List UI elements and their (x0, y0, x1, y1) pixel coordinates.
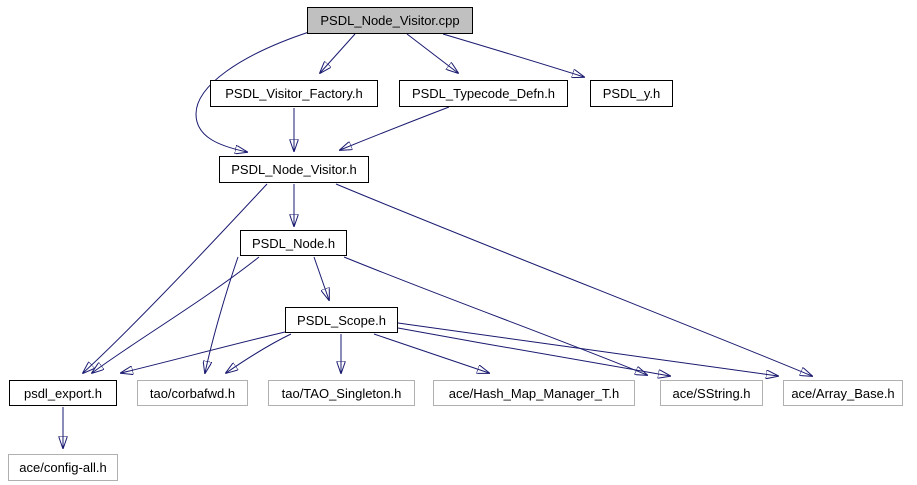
edge-cpp-to-visitor-factory (320, 33, 356, 73)
node-label: PSDL_Scope.h (297, 312, 386, 328)
edge-typecode-defn-to-node-visitor-h (340, 106, 450, 150)
node-ace-sstring-h[interactable]: ace/SString.h (660, 380, 763, 406)
edge-node-visitor-h-to-psdl-export (83, 183, 268, 373)
node-label: ace/Hash_Map_Manager_T.h (448, 385, 620, 401)
edge-scope-to-array-base (397, 322, 778, 376)
node-label: PSDL_y.h (602, 86, 661, 101)
edge-scope-to-corbafwd (226, 333, 292, 373)
node-psdl-y-h[interactable]: PSDL_y.h (590, 80, 673, 107)
node-ace-config-all-h[interactable]: ace/config-all.h (8, 454, 118, 481)
edge-scope-to-hash-map-manager (373, 333, 489, 373)
node-label: PSDL_Node.h (251, 235, 336, 251)
node-psdl-typecode-defn-h[interactable]: PSDL_Typecode_Defn.h (399, 80, 568, 107)
node-psdl-scope-h[interactable]: PSDL_Scope.h (285, 307, 398, 333)
node-label: PSDL_Node_Visitor.h (231, 162, 357, 177)
edge-cpp-to-typecode-defn (406, 33, 458, 73)
node-label: ace/config-all.h (19, 460, 107, 475)
edge-scope-to-psdl-export (121, 331, 286, 373)
node-label: PSDL_Node_Visitor.cpp (320, 13, 460, 28)
node-psdl-node-visitor-cpp[interactable]: PSDL_Node_Visitor.cpp (307, 7, 473, 34)
edge-node-h-to-sstring (343, 256, 647, 375)
node-label: ace/SString.h (672, 385, 751, 401)
node-tao-corbafwd-h[interactable]: tao/corbafwd.h (137, 380, 248, 406)
node-psdl-export-h[interactable]: psdl_export.h (9, 380, 117, 406)
node-psdl-node-visitor-h[interactable]: PSDL_Node_Visitor.h (219, 156, 369, 183)
node-ace-array-base-h[interactable]: ace/Array_Base.h (783, 380, 903, 406)
edge-cpp-to-node-visitor-h (195, 31, 310, 152)
node-ace-hash-map-manager-t-h[interactable]: ace/Hash_Map_Manager_T.h (433, 380, 635, 406)
node-psdl-node-h[interactable]: PSDL_Node.h (240, 230, 347, 256)
node-label: PSDL_Visitor_Factory.h (225, 86, 363, 101)
edge-cpp-to-psdl-y (442, 33, 584, 77)
node-label: psdl_export.h (23, 385, 103, 401)
edge-scope-to-sstring (397, 327, 670, 376)
node-label: tao/TAO_Singleton.h (281, 385, 402, 401)
edge-node-h-to-corbafwd (205, 256, 239, 373)
node-label: tao/corbafwd.h (149, 385, 236, 401)
edge-node-visitor-h-to-array-base (335, 183, 812, 376)
node-psdl-visitor-factory-h[interactable]: PSDL_Visitor_Factory.h (210, 80, 378, 107)
node-label: ace/Array_Base.h (791, 385, 895, 401)
edge-node-h-to-scope (313, 256, 329, 300)
node-tao-tao-singleton-h[interactable]: tao/TAO_Singleton.h (268, 380, 415, 406)
edge-node-h-to-psdl-export (92, 256, 260, 373)
node-label: PSDL_Typecode_Defn.h (411, 86, 556, 101)
